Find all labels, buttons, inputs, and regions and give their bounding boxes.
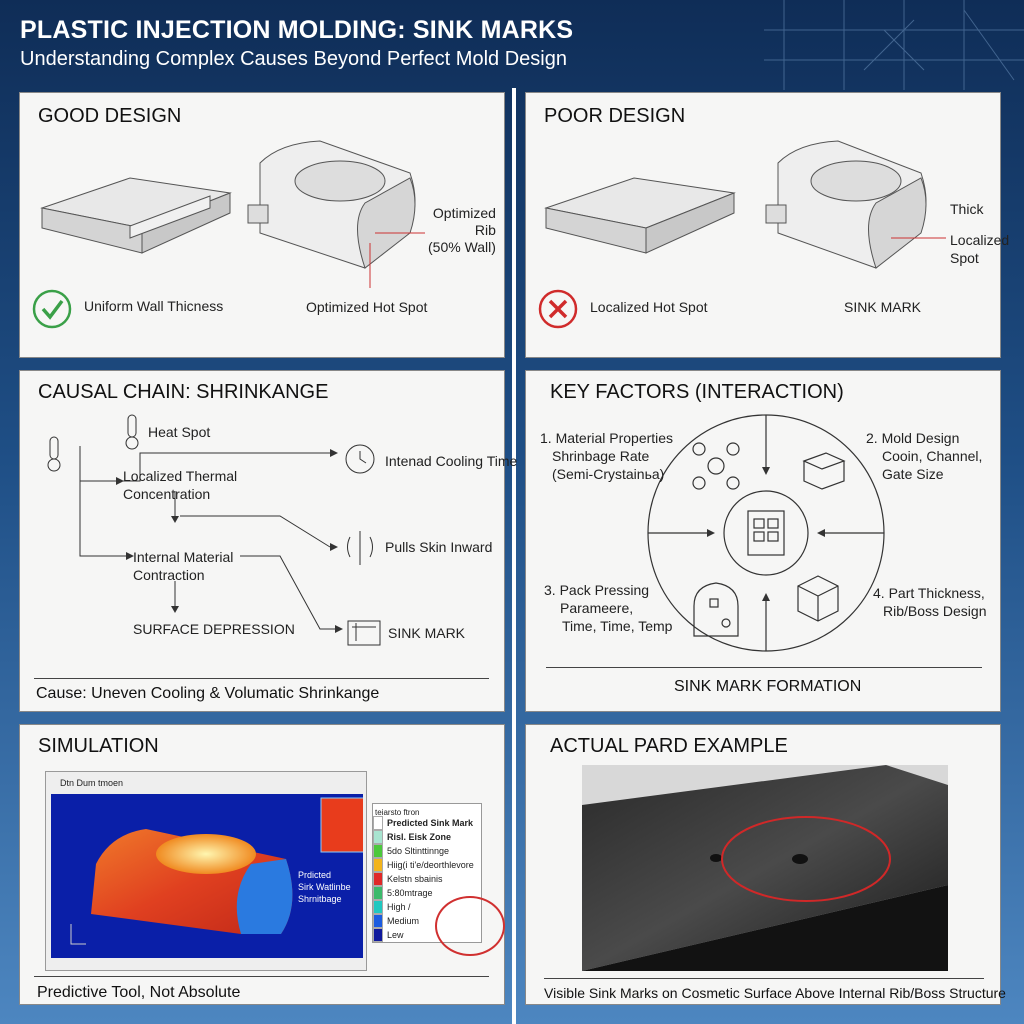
legend-label: Lew	[387, 930, 404, 940]
legend-label: 5:80mtrage	[387, 888, 433, 898]
surface-depression-label: SURFACE DEPRESSION	[133, 621, 295, 637]
legend-swatch	[373, 928, 383, 942]
legend-label: Predicted Sink Mark	[387, 818, 474, 828]
legend-item: Predicted Sink Mark	[373, 816, 481, 830]
panel-title: ACTUAL PARD EXAMPLE	[550, 735, 788, 757]
legend-item: Kelstn sbainis	[373, 872, 481, 886]
sink-mark-label: SINK MARK	[844, 299, 922, 315]
divider	[512, 88, 516, 1024]
legend-label: 5do Sltinttinnge	[387, 846, 450, 856]
divider	[34, 678, 489, 679]
cooling-time-label: Intenad Cooling Time	[385, 453, 518, 469]
highlight-circle	[435, 896, 505, 956]
legend-swatch	[373, 900, 383, 914]
sink-mark-label: SINK MARK	[388, 625, 466, 641]
legend-item: Lew	[373, 928, 481, 942]
uniform-wall-label: Uniform Wall Thicness	[84, 298, 224, 314]
hotspot-label: Optimized Hot Spot	[306, 299, 428, 315]
legend-swatch	[373, 816, 383, 830]
page-subtitle: Understanding Complex Causes Beyond Perf…	[20, 48, 567, 70]
legend-item: High /	[373, 900, 481, 914]
actual-footer: Visible Sink Marks on Cosmetic Surface A…	[544, 985, 1006, 1001]
page-title: PLASTIC INJECTION MOLDING: SINK MARKS	[20, 16, 574, 44]
x-icon	[538, 289, 578, 329]
cause-footer: Cause: Uneven Cooling & Volumatic Shrink…	[36, 685, 380, 702]
legend-label: Hiig(i ti'e/deorthlevore	[387, 860, 474, 870]
factors-diagram	[647, 414, 885, 652]
causal-chain-panel: CAUSAL CHAIN: SHRINKANGE Heat Spot Local…	[19, 370, 517, 712]
poor-part-illustration	[538, 140, 946, 329]
legend-swatch	[373, 886, 383, 900]
legend-swatch	[373, 872, 383, 886]
panel-title: SIMULATION	[38, 735, 159, 757]
legend-item: Medium	[373, 914, 481, 928]
legend-label: Medium	[387, 916, 420, 926]
panel-title: GOOD DESIGN	[38, 105, 182, 127]
actual-example-panel: ACTUAL PARD EXAMPLE Visible Sink Marks o…	[525, 724, 1006, 1005]
causal-flow-arrows	[47, 414, 381, 646]
legend-title: teiarsto ftron	[375, 808, 420, 817]
legend-swatch	[373, 914, 383, 928]
part-photo	[582, 765, 948, 971]
legend-swatch	[373, 858, 383, 872]
heat-spot-label: Heat Spot	[148, 424, 211, 440]
factor-thickness: 4. Part Thickness,Rib/Boss Design	[873, 585, 987, 619]
legend-item: Risl. Eisk Zone	[373, 830, 481, 844]
blueprint-decoration	[764, 0, 1024, 90]
panel-title: KEY FACTORS (INTERACTION)	[550, 381, 844, 403]
legend-label: Risl. Eisk Zone	[387, 832, 452, 842]
thick-callout: Thick	[950, 201, 984, 217]
window-title: Dtn Dum tmoen	[60, 778, 124, 788]
legend-swatch	[373, 844, 383, 858]
factors-footer: SINK MARK FORMATION	[674, 678, 862, 695]
good-part-illustration	[32, 140, 425, 329]
panel-title: CAUSAL CHAIN: SHRINKANGE	[38, 381, 329, 403]
divider	[546, 667, 982, 668]
legend-label: Kelstn sbainis	[387, 874, 443, 884]
key-factors-panel: KEY FACTORS (INTERACTION) 1. Material Pr…	[525, 370, 1001, 712]
check-icon	[32, 289, 72, 329]
legend-swatch	[373, 830, 383, 844]
panel-title: POOR DESIGN	[544, 105, 686, 127]
divider	[34, 976, 489, 977]
legend-item: Hiig(i ti'e/deorthlevore	[373, 858, 481, 872]
localized-hotspot-label: Localized Hot Spot	[590, 299, 708, 315]
pulls-skin-label: Pulls Skin Inward	[385, 539, 493, 555]
simulation-footer: Predictive Tool, Not Absolute	[37, 984, 241, 1001]
legend-item: 5:80mtrage	[373, 886, 481, 900]
legend-item: 5do Sltinttinnge	[373, 844, 481, 858]
heatmap-part	[70, 797, 363, 945]
legend-label: High /	[387, 902, 411, 912]
divider	[544, 978, 984, 979]
